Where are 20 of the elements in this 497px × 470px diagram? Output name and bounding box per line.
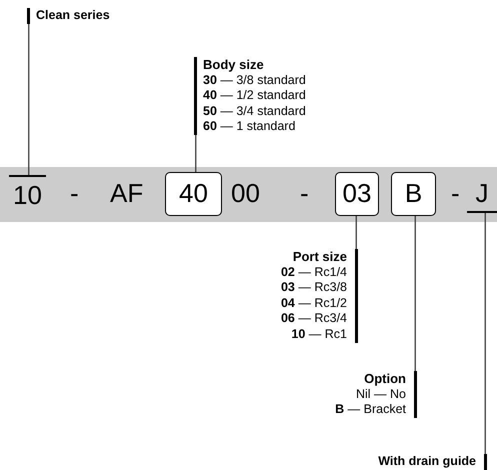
leader-line: [356, 216, 357, 249]
leader-line: [28, 24, 30, 175]
callout-note: Body size 30 — 3/8 standard 40 — 1/2 standard 50 — 3/4 standard 60 — 1 standard: [194, 57, 324, 135]
code-text: -: [451, 178, 460, 208]
code-text: AF: [110, 178, 144, 208]
leader-line: [484, 213, 486, 454]
leader-line: [195, 134, 196, 172]
code-box: B: [391, 172, 436, 216]
leader-line: [414, 216, 416, 371]
code-character: J: [467, 178, 497, 213]
callout-note: With drain guide: [360, 454, 487, 470]
code-character: 10: [9, 175, 46, 216]
callout-note: Clean series: [27, 8, 137, 24]
code-text: -: [300, 178, 309, 208]
code-text: -: [70, 178, 79, 208]
code-box: 40: [165, 172, 222, 216]
callout-note: Port size 02 — Rc1/4 03 — Rc3/8 04 — Rc1/2 06 — Rc3/4 10 — Rc1: [258, 249, 358, 343]
code-text: 00: [231, 178, 260, 208]
code-box: 03: [335, 172, 379, 216]
callout-note: Option Nil — No B — Bracket: [318, 371, 417, 418]
